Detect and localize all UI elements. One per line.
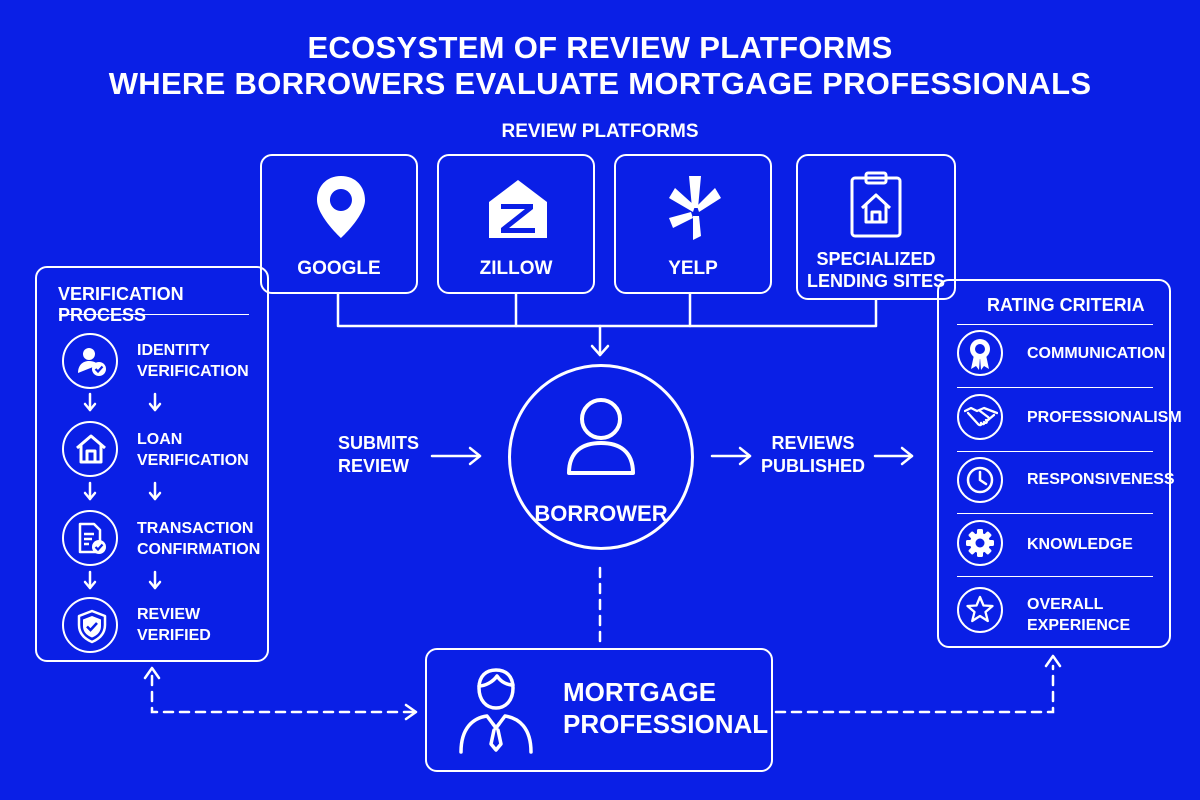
criteria-responsiveness-text: RESPONSIVENESS xyxy=(1027,469,1175,490)
criteria-line1: COMMUNICATION xyxy=(1027,345,1166,362)
criteria-communication-text: COMMUNICATION xyxy=(1027,343,1165,364)
criteria-line1: KNOWLEDGE xyxy=(1027,536,1133,553)
shield-check-icon xyxy=(62,597,118,653)
criteria-dashed-link xyxy=(774,664,1055,714)
submits-line1: SUBMITS xyxy=(338,433,419,453)
criteria-panel: RATING CRITERIA xyxy=(937,279,1171,648)
user-check-icon xyxy=(62,333,118,389)
criteria-professionalism-text: PROFESSIONALISM xyxy=(1027,407,1182,428)
published-line2: PUBLISHED xyxy=(760,456,865,476)
borrower-node[interactable]: BORROWER xyxy=(508,364,694,550)
borrower-label: BORROWER xyxy=(534,501,668,526)
step-line2: VERIFIED xyxy=(137,627,211,644)
user-icon xyxy=(567,398,635,475)
criteria-divider xyxy=(957,324,1153,325)
criteria-line1: RESPONSIVENESS xyxy=(1027,471,1175,488)
criteria-line2: EXPERIENCE xyxy=(1027,617,1131,634)
professional-line1: MORTGAGE xyxy=(563,677,717,707)
document-check-icon xyxy=(62,510,118,566)
platform-specialized[interactable]: SPECIALIZED LENDING SITES xyxy=(796,154,956,300)
criteria-divider xyxy=(957,387,1153,388)
gear-icon xyxy=(957,520,1003,566)
platform-zillow[interactable]: ZILLOW xyxy=(437,154,595,294)
criteria-divider xyxy=(957,576,1153,577)
step-line1: TRANSACTION xyxy=(137,520,254,537)
clipboard-house-icon xyxy=(850,171,902,238)
professional-line2: PROFESSIONAL xyxy=(563,709,769,739)
platform-label: GOOGLE xyxy=(297,258,381,279)
step-review-verified-text: REVIEW VERIFIED xyxy=(137,604,211,646)
diagram-title-line1: ECOSYSTEM OF REVIEW PLATFORMS xyxy=(307,30,893,65)
criteria-heading: RATING CRITERIA xyxy=(987,295,1145,315)
step-line2: VERIFICATION xyxy=(137,452,249,469)
verification-divider xyxy=(59,314,249,315)
zillow-logo-icon xyxy=(489,180,547,238)
diagram-title-line2: WHERE BORROWERS EVALUATE MORTGAGE PROFES… xyxy=(108,66,1092,101)
star-icon xyxy=(957,587,1003,633)
submits-review-text: SUBMITS REVIEW xyxy=(338,432,419,478)
clock-icon xyxy=(957,457,1003,503)
step-line2: CONFIRMATION xyxy=(137,541,261,558)
step-line2: VERIFICATION xyxy=(137,363,249,380)
criteria-line1: PROFESSIONALISM xyxy=(1027,409,1182,426)
verification-dashed-link xyxy=(150,674,416,714)
step-line1: IDENTITY xyxy=(137,342,210,359)
step-transaction-text: TRANSACTION CONFIRMATION xyxy=(137,518,260,560)
house-icon xyxy=(62,421,118,477)
step-identity-text: IDENTITY VERIFICATION xyxy=(137,340,249,382)
verification-panel: VERIFICATION PROCESS xyxy=(35,266,269,662)
platform-label: YELP xyxy=(668,258,718,279)
handshake-icon xyxy=(957,394,1003,440)
platform-bus-line xyxy=(336,292,878,328)
verification-step-arrows xyxy=(83,392,162,590)
platform-label: ZILLOW xyxy=(479,258,553,279)
reviews-published-text: REVIEWS PUBLISHED xyxy=(758,432,868,478)
platforms-heading: REVIEW PLATFORMS xyxy=(501,121,699,142)
criteria-divider xyxy=(957,451,1153,452)
criteria-divider xyxy=(957,513,1153,514)
step-line1: LOAN xyxy=(137,431,183,448)
platform-google[interactable]: GOOGLE xyxy=(260,154,418,294)
step-line1: REVIEW xyxy=(137,606,201,623)
published-line1: REVIEWS xyxy=(771,433,855,453)
platform-yelp[interactable]: YELP xyxy=(614,154,772,294)
professional-label: MORTGAGE PROFESSIONAL xyxy=(563,676,768,740)
submits-line2: REVIEW xyxy=(338,456,410,476)
award-ribbon-icon xyxy=(957,330,1003,376)
businessman-icon xyxy=(459,668,533,754)
platform-label: SPECIALIZED LENDING SITES xyxy=(806,249,945,291)
yelp-burst-icon xyxy=(669,176,721,240)
verification-heading: VERIFICATION PROCESS xyxy=(58,284,184,325)
criteria-overall-text: OVERALL EXPERIENCE xyxy=(1027,594,1130,636)
map-pin-icon xyxy=(317,176,365,238)
criteria-line1: OVERALL xyxy=(1027,596,1104,613)
criteria-knowledge-text: KNOWLEDGE xyxy=(1027,534,1133,555)
mortgage-professional-node[interactable]: MORTGAGE PROFESSIONAL xyxy=(425,648,773,772)
step-loan-text: LOAN VERIFICATION xyxy=(137,429,249,471)
